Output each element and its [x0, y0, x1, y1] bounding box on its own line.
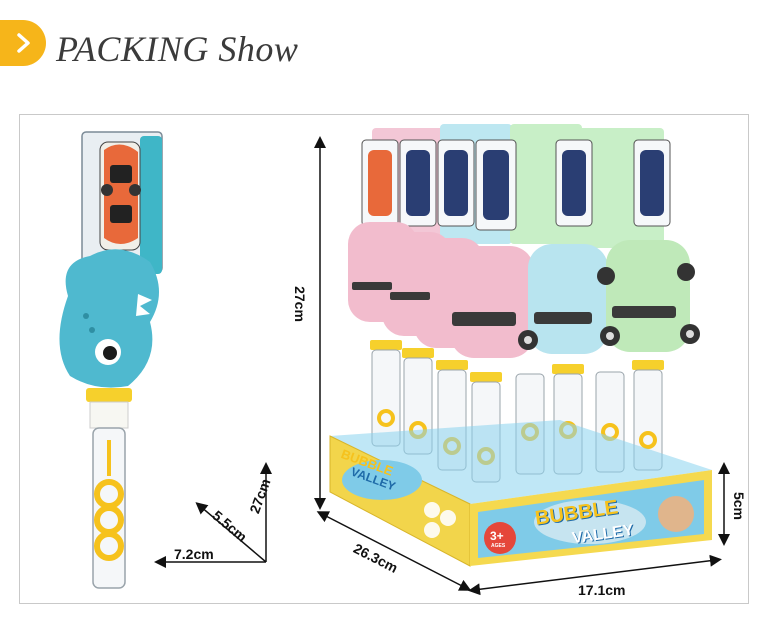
age-badge-sub: AGES	[491, 543, 506, 549]
chevron-right-icon	[17, 33, 30, 53]
label-height: 27cm	[291, 286, 308, 322]
label-axis-width: 7.2cm	[174, 546, 214, 562]
axis-guide	[154, 462, 272, 568]
header-badge	[0, 20, 46, 66]
label-width: 17.1cm	[578, 582, 626, 598]
page-title: PACKING Show	[56, 29, 299, 69]
single-product	[59, 131, 163, 589]
display-box	[329, 124, 712, 567]
label-tray-height: 5cm	[731, 491, 748, 521]
product-frame	[19, 114, 749, 604]
dimension-arrows	[314, 136, 730, 596]
age-badge: 3+	[490, 529, 504, 543]
